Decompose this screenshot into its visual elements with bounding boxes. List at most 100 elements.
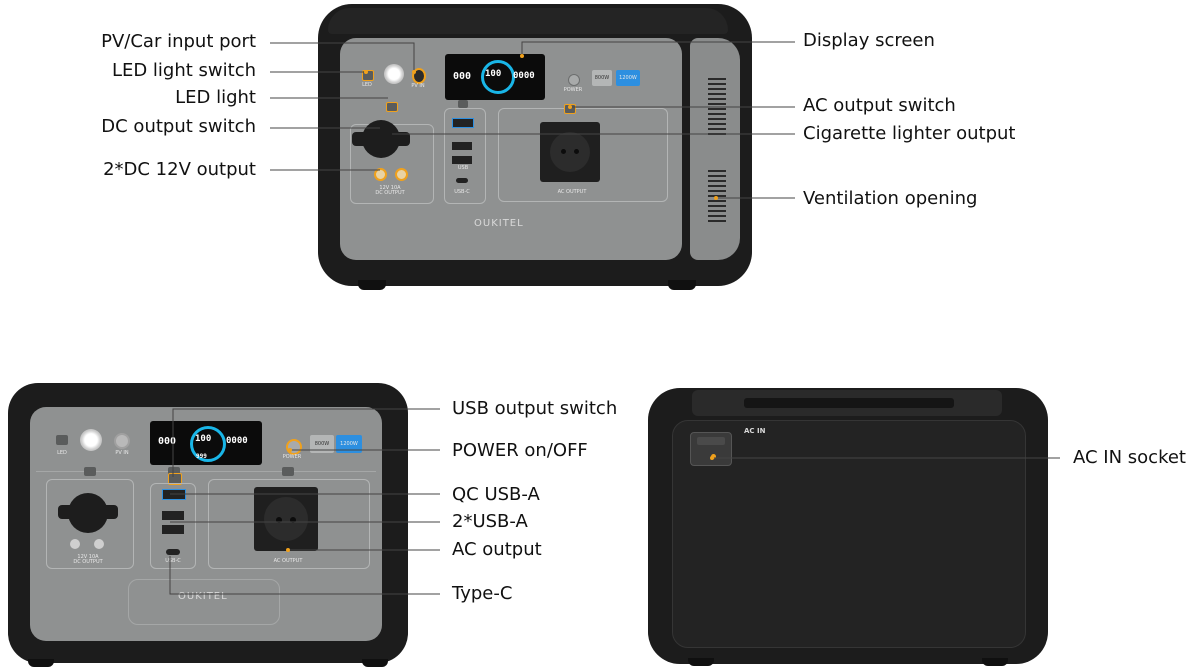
top-led-label: LED: [362, 82, 372, 88]
power-station-top-view: 000 100 0000 POWER 800W 1200W LED PV IN …: [318, 4, 752, 294]
top-foot-left: [358, 280, 386, 290]
front-ac-output-switch[interactable]: [282, 467, 294, 476]
front-pv-in-label: PV IN: [115, 450, 129, 456]
front-ac-socket-pin-1: [276, 517, 282, 523]
label-ac-in-socket: AC IN socket: [1073, 447, 1186, 468]
front-dc-output-switch[interactable]: [84, 467, 96, 476]
front-foot-right: [362, 659, 388, 667]
top-dc-port-1[interactable]: [374, 168, 387, 181]
top-mode-button-1[interactable]: 800W: [592, 70, 612, 86]
front-ac-socket-pin-2: [290, 517, 296, 523]
front-dc-output-area: [46, 479, 134, 569]
front-usb-a-1[interactable]: [162, 511, 184, 520]
front-dc-output-label: 12V 10A DC OUTPUT: [73, 554, 103, 565]
front-power-button[interactable]: [286, 439, 302, 455]
label-qc-usb-a: QC USB-A: [452, 484, 540, 505]
front-mode-button-2[interactable]: 1200W: [336, 435, 362, 453]
top-display-screen: 000 100 0000: [445, 54, 545, 100]
top-brand-logo: OUKITEL: [474, 218, 524, 229]
front-mode-button-1[interactable]: 800W: [310, 435, 334, 453]
top-led-switch[interactable]: [362, 70, 374, 81]
top-vent-lower: [708, 170, 726, 222]
label-led-light-switch: LED light switch: [111, 60, 256, 81]
top-pv-in-label: PV IN: [411, 83, 425, 89]
top-mode-button-2-label: 1200W: [619, 75, 637, 81]
front-ac-socket-inner: [264, 497, 308, 541]
top-usb-c[interactable]: [456, 178, 468, 183]
front-brand-logo: OUKITEL: [178, 591, 228, 602]
front-screen-right-value: 0000: [226, 436, 248, 446]
front-display-screen: 000 100 0000 999: [150, 421, 262, 465]
top-pv-input-port[interactable]: [412, 68, 426, 84]
top-cigarette-lighter-cap: [352, 132, 410, 146]
top-screen-left-value: 000: [453, 71, 472, 82]
label-display-screen: Display screen: [803, 30, 935, 51]
label-type-c: Type-C: [452, 583, 513, 604]
top-usb-column: [444, 108, 486, 204]
back-foot-left: [688, 658, 714, 666]
label-ventilation-opening: Ventilation opening: [803, 188, 978, 209]
label-power-on-off: POWER on/OFF: [452, 440, 588, 461]
top-power-label: POWER: [563, 87, 583, 93]
top-power-button[interactable]: [568, 74, 580, 86]
front-screen-center-sub: 999: [196, 453, 207, 460]
label-2dc-12v-output: 2*DC 12V output: [103, 159, 256, 180]
top-mode-button-2[interactable]: 1200W: [616, 70, 640, 86]
front-dc-port-1[interactable]: [70, 539, 80, 549]
top-ac-socket-pin-1: [561, 149, 566, 154]
top-ac-socket-pin-2: [574, 149, 579, 154]
top-ac-socket-inner: [550, 132, 590, 172]
front-screen-left-value: 000: [158, 436, 177, 447]
label-led-light: LED light: [175, 87, 256, 108]
top-ac-socket[interactable]: [540, 122, 600, 182]
back-ac-in-indicator: [711, 454, 716, 459]
front-usb-a-2[interactable]: [162, 525, 184, 534]
top-usb-a-1[interactable]: [452, 142, 472, 150]
front-screen-center-value: 100: [195, 434, 212, 444]
top-dc-output-switch[interactable]: [386, 102, 398, 112]
top-lid: [328, 8, 728, 34]
power-station-back-view: AC IN: [648, 388, 1048, 668]
label-cigarette-lighter-output: Cigarette lighter output: [803, 123, 1016, 144]
top-dc-port-2[interactable]: [395, 168, 408, 181]
front-dc-port-2[interactable]: [94, 539, 104, 549]
top-usb-switch[interactable]: [458, 100, 468, 108]
top-led-light: [384, 64, 404, 84]
front-cigarette-lighter-cap: [58, 505, 118, 519]
back-ac-in-socket-cover: [697, 437, 725, 445]
front-foot-left: [28, 659, 54, 667]
top-qc-usb-a[interactable]: [452, 118, 474, 128]
label-dc-output-switch: DC output switch: [101, 116, 256, 137]
front-ac-socket[interactable]: [254, 487, 318, 551]
label-ac-output: AC output: [452, 539, 542, 560]
top-ac-output-area: [498, 108, 668, 202]
front-led-label: LED: [57, 450, 67, 456]
front-mode-button-2-label: 1200W: [340, 441, 358, 447]
top-screen-right-value: 0000: [513, 71, 535, 81]
top-side-panel: [690, 38, 740, 260]
front-mode-button-1-label: 800W: [314, 441, 330, 447]
label-usb-output-switch: USB output switch: [452, 398, 618, 419]
label-2-usb-a: 2*USB-A: [452, 511, 528, 532]
top-usb-a-2[interactable]: [452, 156, 472, 164]
label-ac-output-switch: AC output switch: [803, 95, 956, 116]
front-power-label: POWER: [282, 454, 302, 460]
power-station-front-view: LED PV IN 000 100 0000 999 POWER 800W 12…: [8, 383, 408, 667]
top-vent-upper: [708, 78, 726, 136]
top-usb-label: USB: [457, 165, 469, 171]
back-ac-in-socket[interactable]: [690, 432, 732, 466]
top-usb-c-label: USB-C: [454, 189, 470, 195]
top-mode-button-1-label: 800W: [594, 75, 610, 81]
top-screen-center-value: 100: [485, 69, 502, 79]
front-qc-usb-a[interactable]: [162, 489, 186, 500]
top-ac-output-switch[interactable]: [564, 104, 576, 114]
front-pv-input-port[interactable]: [114, 433, 130, 449]
front-lower-band: [128, 579, 280, 625]
back-foot-right: [982, 658, 1008, 666]
back-ac-in-label: AC IN: [744, 427, 766, 435]
top-screen-ring: [481, 60, 515, 94]
back-handle-bar: [744, 398, 954, 408]
front-led-switch[interactable]: [56, 435, 68, 445]
front-usb-c[interactable]: [166, 549, 180, 555]
top-foot-right: [668, 280, 696, 290]
